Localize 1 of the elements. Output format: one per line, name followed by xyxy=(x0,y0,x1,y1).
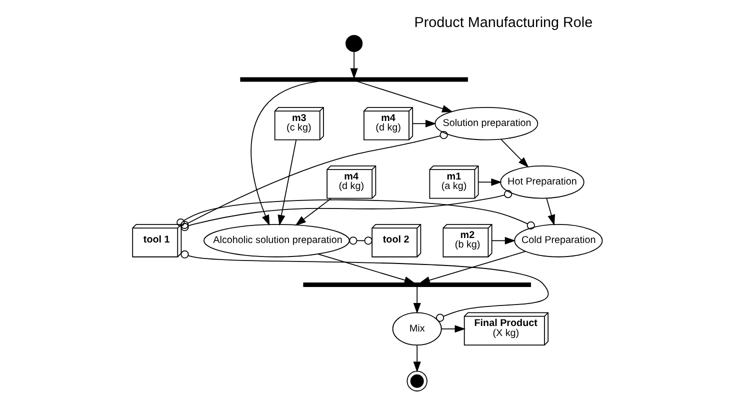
diagram-title: Product Manufacturing Role xyxy=(414,15,592,32)
